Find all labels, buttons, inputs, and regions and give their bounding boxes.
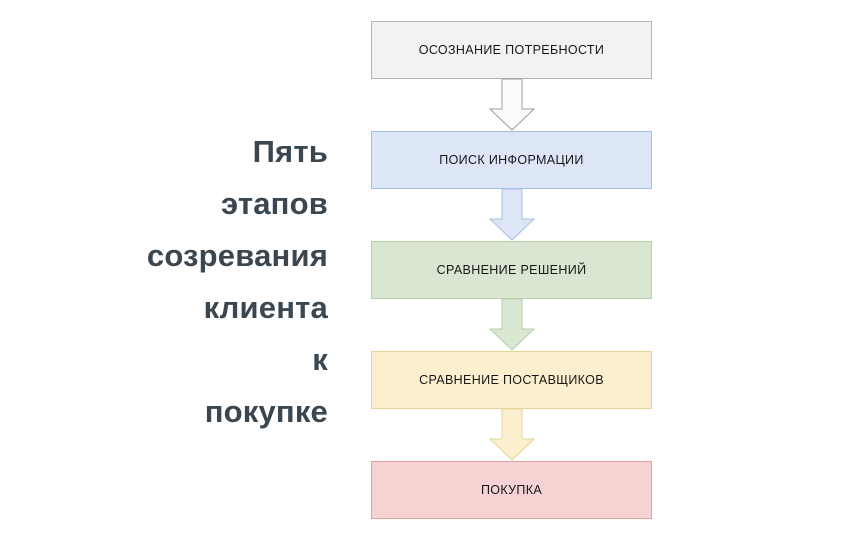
flow-step-2-label: ПОИСК ИНФОРМАЦИИ: [439, 153, 584, 167]
flow-connector-3: [371, 298, 652, 351]
flow-connector-4: [371, 408, 652, 461]
flowchart: ОСОЗНАНИЕ ПОТРЕБНОСТИ ПОИСК ИНФОРМАЦИИ С…: [371, 21, 652, 519]
flow-connector-1: [371, 78, 652, 131]
flow-connector-2: [371, 188, 652, 241]
arrow-down-icon: [488, 298, 536, 351]
flow-step-1[interactable]: ОСОЗНАНИЕ ПОТРЕБНОСТИ: [371, 21, 652, 79]
arrow-down-icon: [488, 408, 536, 461]
flow-step-1-label: ОСОЗНАНИЕ ПОТРЕБНОСТИ: [418, 43, 605, 57]
flow-step-2[interactable]: ПОИСК ИНФОРМАЦИИ: [371, 131, 652, 189]
arrow-down-icon: [488, 78, 536, 131]
flow-step-3-label: СРАВНЕНИЕ РЕШЕНИЙ: [436, 263, 587, 277]
flow-step-3[interactable]: СРАВНЕНИЕ РЕШЕНИЙ: [371, 241, 652, 299]
flow-step-4-label: СРАВНЕНИЕ ПОСТАВЩИКОВ: [419, 373, 604, 387]
page-title: Пять этапов созревания клиента к покупке: [146, 134, 328, 429]
flow-step-5-label: ПОКУПКА: [480, 483, 543, 497]
arrow-down-icon: [488, 188, 536, 241]
flow-step-4[interactable]: СРАВНЕНИЕ ПОСТАВЩИКОВ: [371, 351, 652, 409]
flow-step-5[interactable]: ПОКУПКА: [371, 461, 652, 519]
